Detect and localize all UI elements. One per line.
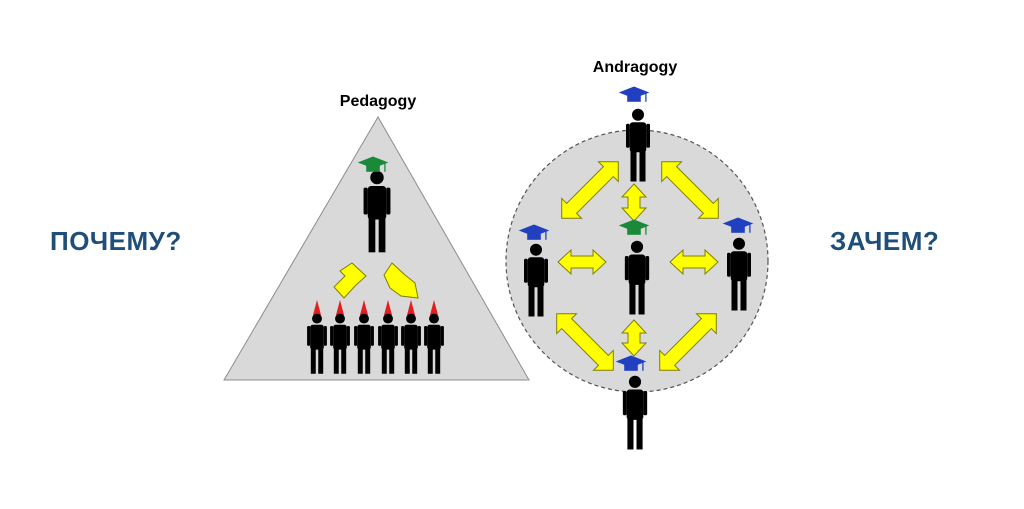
question-why: ПОЧЕМУ? [50,226,182,256]
student-figure [401,300,421,374]
graduation-cap-icon [618,85,650,103]
student-figure [354,300,374,374]
arrow-vertical-bottom [620,319,648,357]
student-figure [307,300,327,374]
arrow-down-left [333,262,367,299]
question-what-for: ЗАЧЕМ? [830,226,940,256]
andragogy-group: Andragogy [505,59,769,450]
arrow-diagonal-bottom-right [659,313,717,371]
arrow-horizontal-right [669,248,719,276]
arrow-horizontal-left [557,248,607,276]
arrow-diagonal-top-left [561,161,619,219]
student-group [307,300,444,374]
student-figure [330,300,350,374]
arrow-diagonal-top-right [661,161,719,219]
pedagogy-title: Pedagogy [340,93,417,110]
pedagogy-arrows [333,262,419,299]
andragogy-arrows [556,161,719,371]
pedagogy-group: Pedagogy [223,93,530,381]
student-figure [424,300,444,374]
arrow-down-right [383,262,419,299]
andragogy-title: Andragogy [593,59,678,76]
arrow-diagonal-bottom-left [556,313,614,371]
pedagogy-triangle [223,116,530,381]
student-figure [378,300,398,374]
